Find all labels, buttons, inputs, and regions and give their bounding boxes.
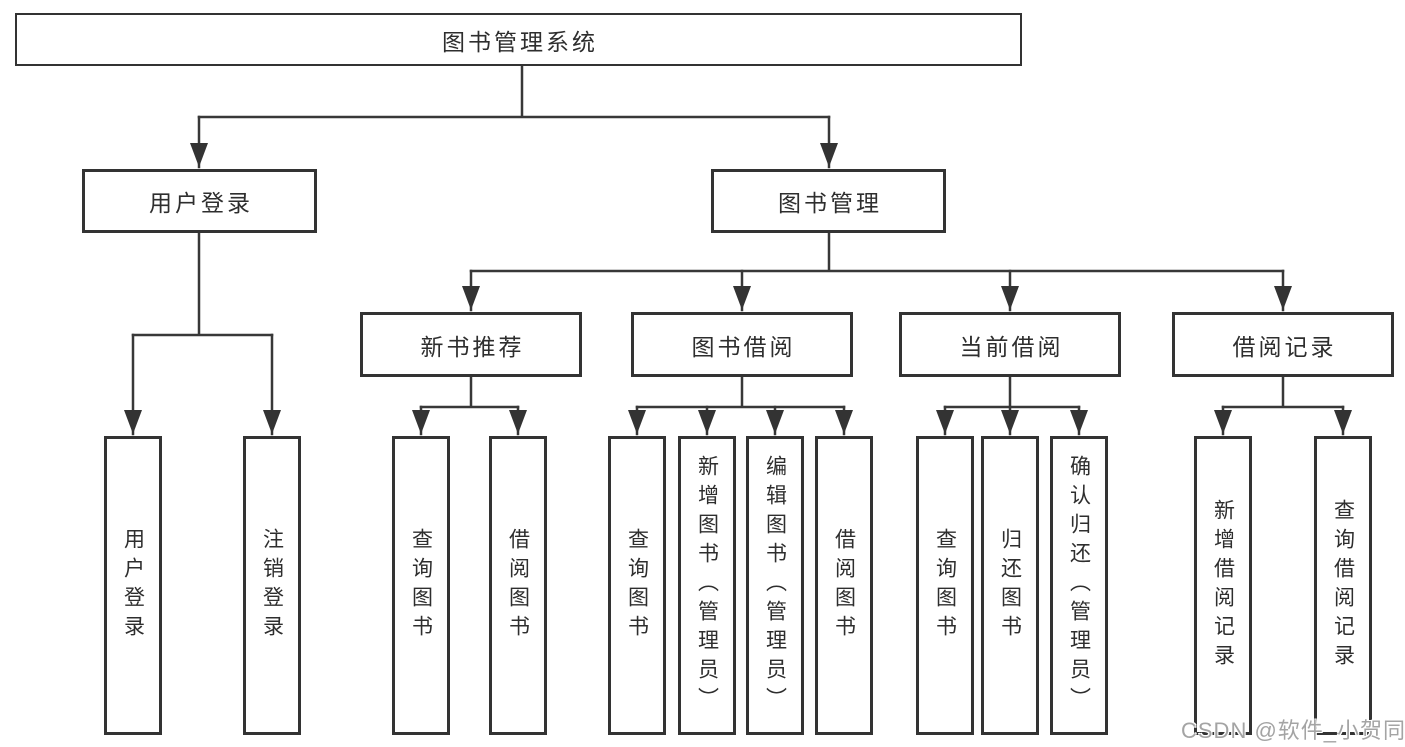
- leaf-user-login-label: 用户登录: [121, 527, 145, 644]
- leaf-query-books-recommend: 查询图书: [392, 436, 450, 735]
- connector-new-book-trunk: [419, 375, 520, 409]
- leaf-return-books: 归还图书: [981, 436, 1039, 735]
- leaf-user-login: 用户登录: [104, 436, 162, 735]
- leaf-borrow-books: 借阅图书: [815, 436, 873, 735]
- connector-current-borrow-trunk: [943, 375, 1081, 409]
- node-current-borrow-label: 当前借阅: [959, 333, 1064, 360]
- leaf-logout-label: 注销登录: [260, 527, 284, 644]
- connector-book-borrow-trunk: [635, 375, 846, 409]
- leaf-query-books-borrow: 查询图书: [608, 436, 666, 735]
- node-book-management: 图书管理: [711, 169, 946, 233]
- leaf-borrow-books-recommend: 借阅图书: [489, 436, 547, 735]
- connector-borrow-records-trunk: [1221, 375, 1345, 409]
- leaf-add-borrow-record: 新增借阅记录: [1194, 436, 1252, 735]
- leaf-edit-books-admin: 编辑图书（管理员）: [746, 436, 804, 735]
- leaf-query-books-recommend-label: 查询图书: [409, 527, 433, 644]
- leaf-add-borrow-record-label: 新增借阅记录: [1211, 498, 1235, 673]
- connector-book-management-trunk: [469, 231, 1285, 273]
- leaf-confirm-return-admin-label: 确认归还（管理员）: [1067, 455, 1091, 716]
- node-book-borrow-label: 图书借阅: [691, 333, 796, 360]
- node-user-login: 用户登录: [82, 169, 317, 233]
- csdn-watermark: CSDN @软件_小贺同学: [1181, 718, 1405, 743]
- node-root-system: 图书管理系统: [15, 13, 1022, 66]
- node-root-label: 图书管理系统: [442, 28, 598, 55]
- node-new-book-recommend-label: 新书推荐: [420, 333, 525, 360]
- leaf-query-books-current: 查询图书: [916, 436, 974, 735]
- node-borrow-records: 借阅记录: [1172, 312, 1394, 377]
- leaf-query-books-borrow-label: 查询图书: [625, 527, 649, 644]
- node-new-book-recommend: 新书推荐: [360, 312, 582, 377]
- leaf-query-books-current-label: 查询图书: [933, 527, 957, 644]
- leaf-query-borrow-record: 查询借阅记录: [1314, 436, 1372, 735]
- connector-root-trunk: [197, 64, 831, 119]
- leaf-confirm-return-admin: 确认归还（管理员）: [1050, 436, 1108, 735]
- leaf-edit-books-admin-label: 编辑图书（管理员）: [763, 455, 787, 716]
- leaf-query-borrow-record-label: 查询借阅记录: [1331, 498, 1355, 673]
- leaf-borrow-books-recommend-label: 借阅图书: [506, 527, 530, 644]
- node-current-borrow: 当前借阅: [899, 312, 1121, 377]
- leaf-return-books-label: 归还图书: [998, 527, 1022, 644]
- node-borrow-records-label: 借阅记录: [1232, 333, 1337, 360]
- connector-user-login-trunk: [131, 231, 274, 337]
- node-user-login-label: 用户登录: [149, 190, 253, 216]
- leaf-add-books-admin: 新增图书（管理员）: [678, 436, 736, 735]
- leaf-borrow-books-label: 借阅图书: [832, 527, 856, 644]
- leaf-add-books-admin-label: 新增图书（管理员）: [695, 455, 719, 716]
- node-book-management-label: 图书管理: [778, 190, 882, 216]
- node-book-borrow: 图书借阅: [631, 312, 853, 377]
- leaf-logout: 注销登录: [243, 436, 301, 735]
